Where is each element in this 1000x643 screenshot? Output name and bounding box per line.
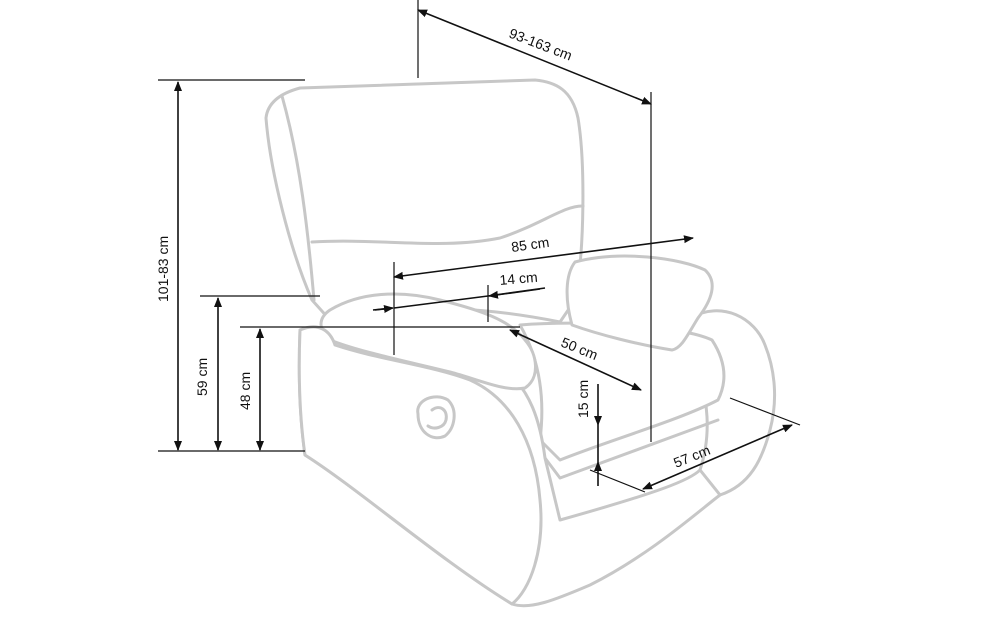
label-seat-thickness: 15 cm xyxy=(575,380,591,418)
dimension-seat-height: 48 cm xyxy=(237,328,264,451)
near-armrest-front xyxy=(297,325,543,606)
label-width: 85 cm xyxy=(510,234,550,255)
label-depth-recline: 93-163 cm xyxy=(507,25,574,64)
label-height: 101-83 cm xyxy=(155,236,171,302)
dimension-armrest-height: 59 cm xyxy=(194,297,222,451)
dimension-width: 85 cm xyxy=(393,234,694,280)
seat-cushion xyxy=(518,321,726,462)
dimension-armrest-width: 14 cm xyxy=(372,269,546,313)
label-armrest-width: 14 cm xyxy=(499,269,538,288)
dimension-height: 101-83 cm xyxy=(155,81,182,451)
backrest-inner-contour xyxy=(280,94,316,302)
armchair-drawing xyxy=(264,78,777,608)
label-seat-height: 48 cm xyxy=(237,372,253,410)
dimension-seat-thickness: 15 cm xyxy=(575,380,602,486)
recline-lever-icon xyxy=(416,395,456,440)
label-armrest-height: 59 cm xyxy=(194,358,210,396)
